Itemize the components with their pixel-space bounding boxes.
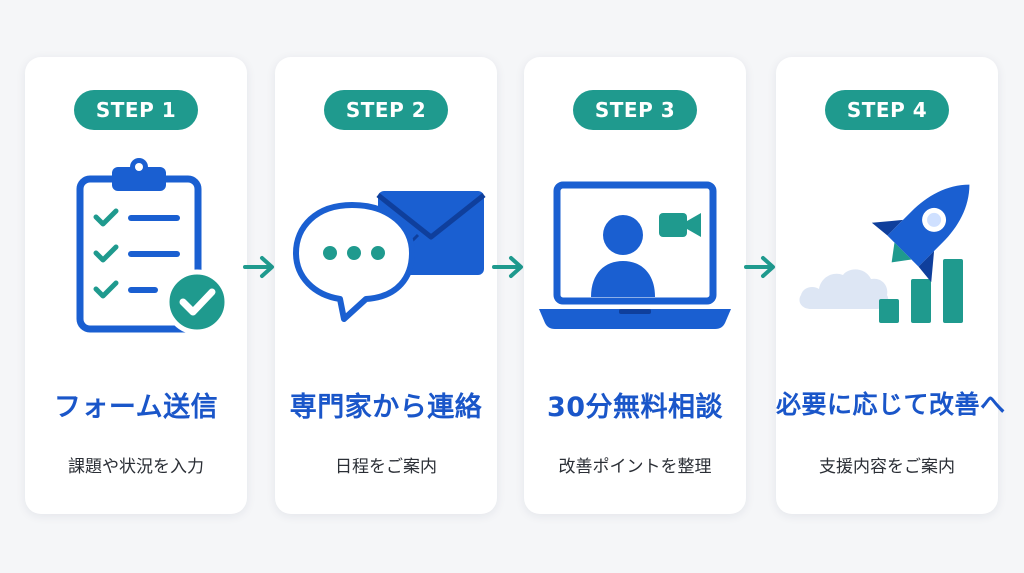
step-badge: STEP 2 <box>324 90 448 130</box>
step-title: フォーム送信 <box>53 392 219 423</box>
step-description: 改善ポイントを整理 <box>558 457 712 477</box>
step-badge: STEP 1 <box>74 90 198 130</box>
step-title: 必要に応じて改善へ <box>776 390 1006 419</box>
step-card-4: STEP 4 必要に応じて改善へ 支援内容をご案内 <box>776 57 1006 514</box>
step-title: 30分無料相談 <box>546 392 724 423</box>
step-card-1: STEP 1 フォーム送信 課題や状況を入力 <box>25 57 247 514</box>
step-badge: STEP 4 <box>825 90 949 130</box>
arrow-right-icon <box>241 255 277 279</box>
arrow-right-icon <box>742 255 778 279</box>
step-description: 日程をご案内 <box>335 457 437 477</box>
clipboard-checklist-icon <box>36 157 236 347</box>
step-title: 専門家から連絡 <box>289 392 483 423</box>
step-badge: STEP 3 <box>573 90 697 130</box>
rocket-growth-chart-icon <box>787 157 987 347</box>
arrow-right-icon <box>490 255 526 279</box>
laptop-video-call-icon <box>535 157 735 347</box>
step-card-2: STEP 2 専門家から連絡 日程をご案内 <box>275 57 497 514</box>
step-description: 課題や状況を入力 <box>68 457 204 477</box>
chat-bubble-mail-icon <box>286 157 486 347</box>
step-description: 支援内容をご案内 <box>819 457 955 477</box>
step-card-3: STEP 3 30分無料相談 改善ポイントを整理 <box>524 57 746 514</box>
